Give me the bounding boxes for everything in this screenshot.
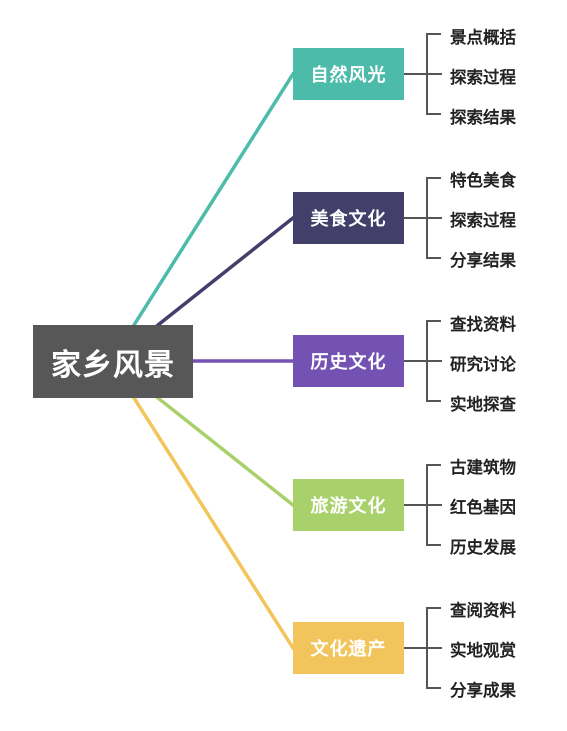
leaf-item: 实地探查 xyxy=(450,395,516,414)
leaf-item: 查阅资料 xyxy=(450,601,516,620)
root-branch-connector xyxy=(155,395,296,508)
leaf-item: 分享结果 xyxy=(450,251,516,270)
branch-node-tourism-culture: 旅游文化 xyxy=(293,479,404,531)
branch-node-food-culture: 美食文化 xyxy=(293,192,404,244)
leaf-item: 实地观赏 xyxy=(450,641,516,660)
leaf-item: 历史发展 xyxy=(450,538,516,557)
leaf-item: 分享成果 xyxy=(450,681,516,700)
leaf-item: 特色美食 xyxy=(450,171,516,190)
leaf-item: 探索过程 xyxy=(450,211,516,230)
leaf-item: 研究讨论 xyxy=(450,355,516,374)
root-branch-connector xyxy=(131,395,296,651)
branch-node-history-culture: 历史文化 xyxy=(293,335,404,387)
branch-node-cultural-heritage: 文化遗产 xyxy=(293,622,404,674)
root-branch-connector xyxy=(131,71,296,328)
leaf-item: 查找资料 xyxy=(450,315,516,334)
branch-node-natural-scenery: 自然风光 xyxy=(293,48,404,100)
leaf-item: 古建筑物 xyxy=(450,458,516,477)
leaf-item: 红色基因 xyxy=(450,498,516,517)
leaf-item: 探索过程 xyxy=(450,68,516,87)
leaf-item: 景点概括 xyxy=(450,28,516,47)
leaf-item: 探索结果 xyxy=(450,108,516,127)
root-node: 家乡风景 xyxy=(33,325,193,398)
root-branch-connector xyxy=(155,215,296,328)
